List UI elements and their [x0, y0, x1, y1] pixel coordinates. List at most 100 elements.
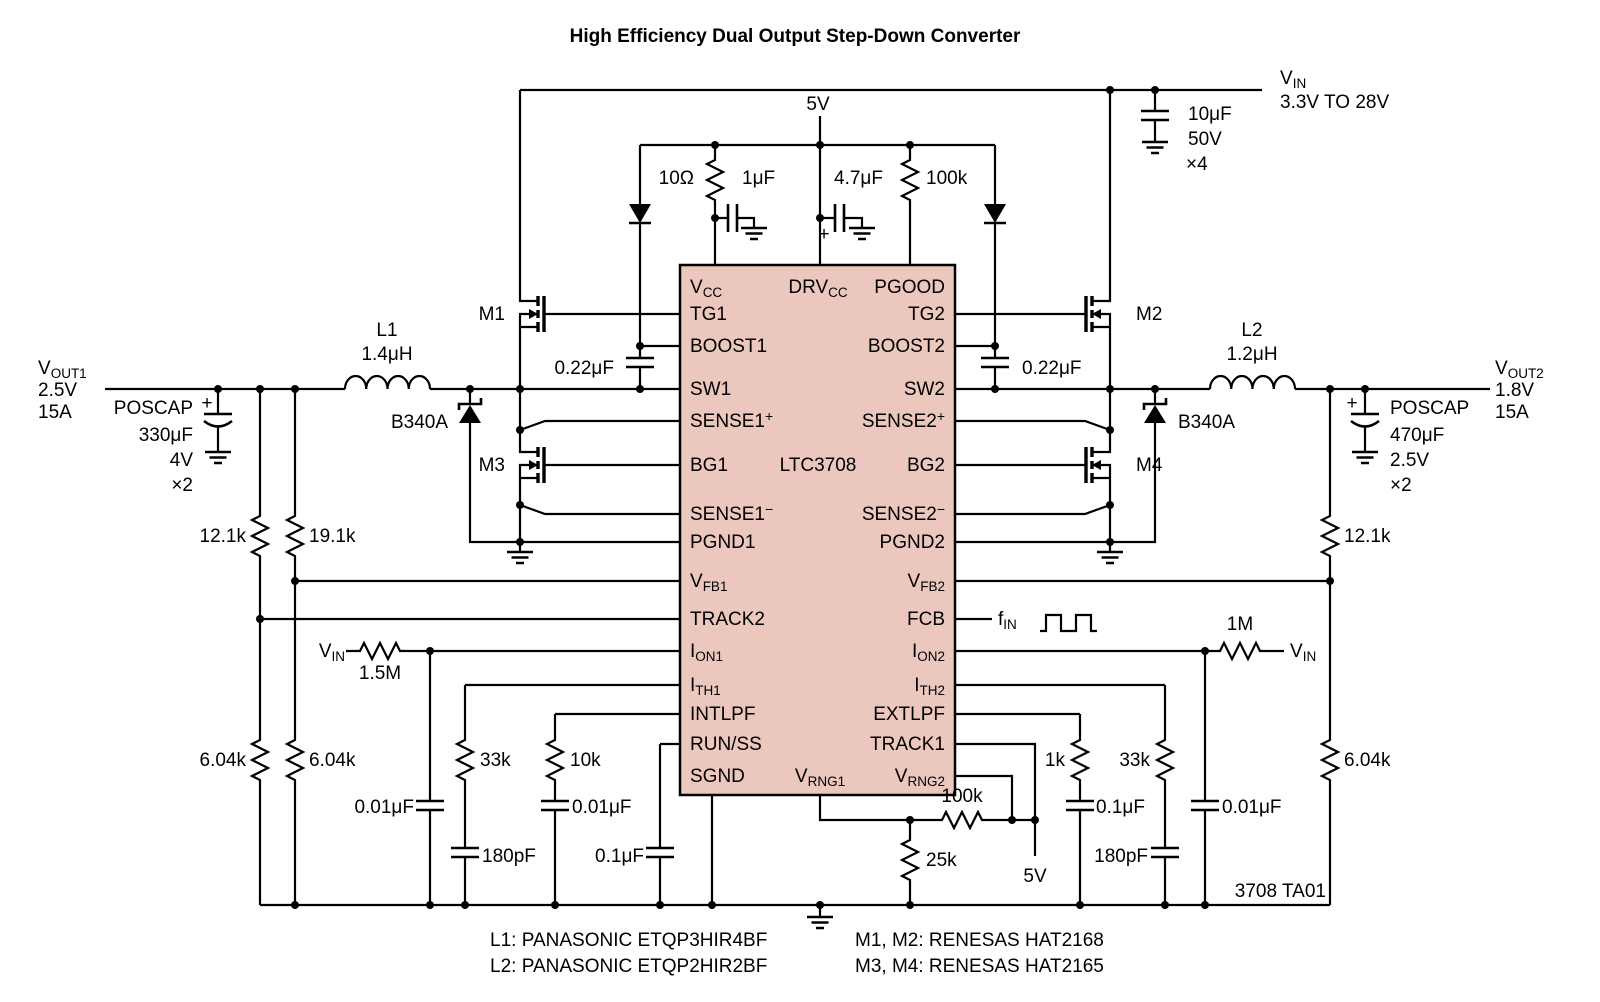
- note-m34: M3, M4: RENESAS HAT2165: [855, 956, 1104, 977]
- ic-name: LTC3708: [780, 455, 857, 476]
- label-vin-ion1: VIN: [319, 641, 345, 664]
- pin-runss: RUN/SS: [690, 734, 762, 755]
- pin-boost1: BOOST1: [690, 336, 767, 357]
- label-vout1-current: 15A: [38, 402, 72, 423]
- label-poscap1-rating: 4V: [170, 450, 194, 471]
- label-l1-value: 1.4μH: [361, 344, 412, 365]
- pin-vfb2: VFB2: [908, 571, 945, 594]
- label-vout2-current: 15A: [1495, 402, 1529, 423]
- pin-pgood: PGOOD: [874, 277, 945, 298]
- label-poscap1-type: POSCAP: [114, 398, 193, 419]
- boost-capacitor-1: [624, 356, 656, 369]
- capacitor-ith1: [449, 846, 481, 859]
- ground-icon-pgnd2: [1095, 550, 1125, 565]
- capacitor-drvcc: [833, 202, 846, 234]
- label-l2-value: 1.2μH: [1226, 344, 1277, 365]
- ground-icon-main: [805, 915, 835, 930]
- resistor-extlpf: [1070, 734, 1090, 786]
- label-l2-ref: L2: [1241, 320, 1262, 341]
- capacitor-ion1: [414, 799, 446, 812]
- resistor-ith1: [455, 734, 475, 786]
- poscap-2: [1349, 412, 1381, 428]
- label-vout1: VOUT1: [38, 358, 87, 381]
- label-r-ion2: 1M: [1227, 614, 1253, 635]
- ground-icon-vcc: [739, 226, 769, 241]
- ground-icon-pgnd1: [505, 550, 535, 565]
- label-r-fb2-bottom: 6.04k: [1344, 750, 1391, 771]
- mosfet-m2: [1066, 282, 1112, 346]
- pin-ith2: ITH2: [914, 675, 945, 698]
- label-m2: M2: [1136, 304, 1162, 325]
- resistor-vcc: [705, 154, 725, 206]
- label-m4: M4: [1136, 455, 1163, 476]
- label-r-ith1: 33k: [480, 750, 511, 771]
- label-vout2: VOUT2: [1495, 358, 1544, 381]
- label-cvin-rating: 50V: [1188, 129, 1222, 150]
- label-vout2-voltage: 1.8V: [1495, 380, 1534, 401]
- label-m3: M3: [479, 455, 505, 476]
- note-m12: M1, M2: RENESAS HAT2168: [855, 930, 1104, 951]
- junction-dots: [214, 86, 1369, 909]
- pin-pgnd2: PGND2: [880, 532, 945, 553]
- resistor-ion1: [354, 641, 406, 661]
- resistor-vrng-25k: [900, 834, 920, 886]
- label-vout1-voltage: 2.5V: [38, 380, 77, 401]
- pin-track1: TRACK1: [870, 734, 945, 755]
- capacitor-runss: [644, 846, 676, 859]
- capacitor-ith2: [1149, 846, 1181, 859]
- resistor-fb1-bottom: [285, 734, 305, 786]
- label-5v-top: 5V: [806, 94, 830, 115]
- resistor-fb2-top: [1320, 510, 1340, 562]
- label-r-ion1: 1.5M: [359, 663, 401, 684]
- label-fin: fIN: [998, 609, 1017, 632]
- pin-bg1: BG1: [690, 455, 728, 476]
- label-c-boost1: 0.22μF: [554, 358, 614, 379]
- resistor-vrng-100k: [936, 810, 988, 830]
- label-poscap1-plus: +: [201, 393, 212, 414]
- mosfet-m1: [518, 282, 564, 346]
- resistor-track-top: [250, 510, 270, 562]
- resistor-ion2: [1214, 641, 1266, 661]
- label-poscap2-type: POSCAP: [1390, 398, 1469, 419]
- capacitor-extlpf: [1064, 799, 1096, 812]
- label-poscap1-value: 330μF: [139, 425, 193, 446]
- mosfet-m4: [1066, 433, 1112, 497]
- pin-intlpf: INTLPF: [690, 704, 755, 725]
- note-l1: L1: PANASONIC ETQP3HIR4BF: [490, 930, 767, 951]
- label-c-ion1: 0.01μF: [354, 797, 414, 818]
- label-poscap1-qty: ×2: [171, 475, 193, 496]
- pin-sense1-minus: SENSE1−: [690, 501, 773, 525]
- label-c-ith2: 180pF: [1094, 846, 1148, 867]
- doc-id: 3708 TA01: [1235, 881, 1326, 902]
- label-d1: B340A: [391, 412, 448, 433]
- label-c-intlpf: 0.01μF: [572, 797, 632, 818]
- pin-tg1: TG1: [690, 304, 727, 325]
- label-c-ion2: 0.01μF: [1222, 797, 1282, 818]
- resistor-intlpf: [545, 734, 565, 786]
- pin-tg2: TG2: [908, 304, 945, 325]
- capacitor-ion2: [1189, 799, 1221, 812]
- pin-sw1: SW1: [690, 379, 731, 400]
- label-c-drvcc: 4.7μF: [834, 168, 883, 189]
- label-r-fb1-top: 19.1k: [309, 526, 356, 547]
- label-r-intlpf: 10k: [570, 750, 601, 771]
- pin-bg2: BG2: [907, 455, 945, 476]
- label-r-fb1-bottom: 6.04k: [309, 750, 356, 771]
- label-poscap2-plus: +: [1346, 393, 1357, 414]
- resistor-fb2-bottom: [1320, 734, 1340, 786]
- pin-pgnd1: PGND1: [690, 532, 755, 553]
- ground-icon-poscap2: [1350, 450, 1380, 465]
- label-cvin-value: 10μF: [1188, 104, 1232, 125]
- pin-sgnd: SGND: [690, 766, 745, 787]
- capacitor-intlpf: [539, 799, 571, 812]
- resistor-pgood: [900, 154, 920, 206]
- label-cvin-qty: ×4: [1186, 154, 1208, 175]
- label-vin-range: 3.3V TO 28V: [1280, 92, 1389, 113]
- label-poscap2-rating: 2.5V: [1390, 450, 1429, 471]
- label-c-drvcc-plus: +: [818, 224, 829, 245]
- pin-sense2-plus: SENSE2+: [862, 408, 945, 432]
- pin-fcb: FCB: [907, 609, 945, 630]
- resistor-ith2: [1155, 734, 1175, 786]
- pin-ith1: ITH1: [690, 675, 721, 698]
